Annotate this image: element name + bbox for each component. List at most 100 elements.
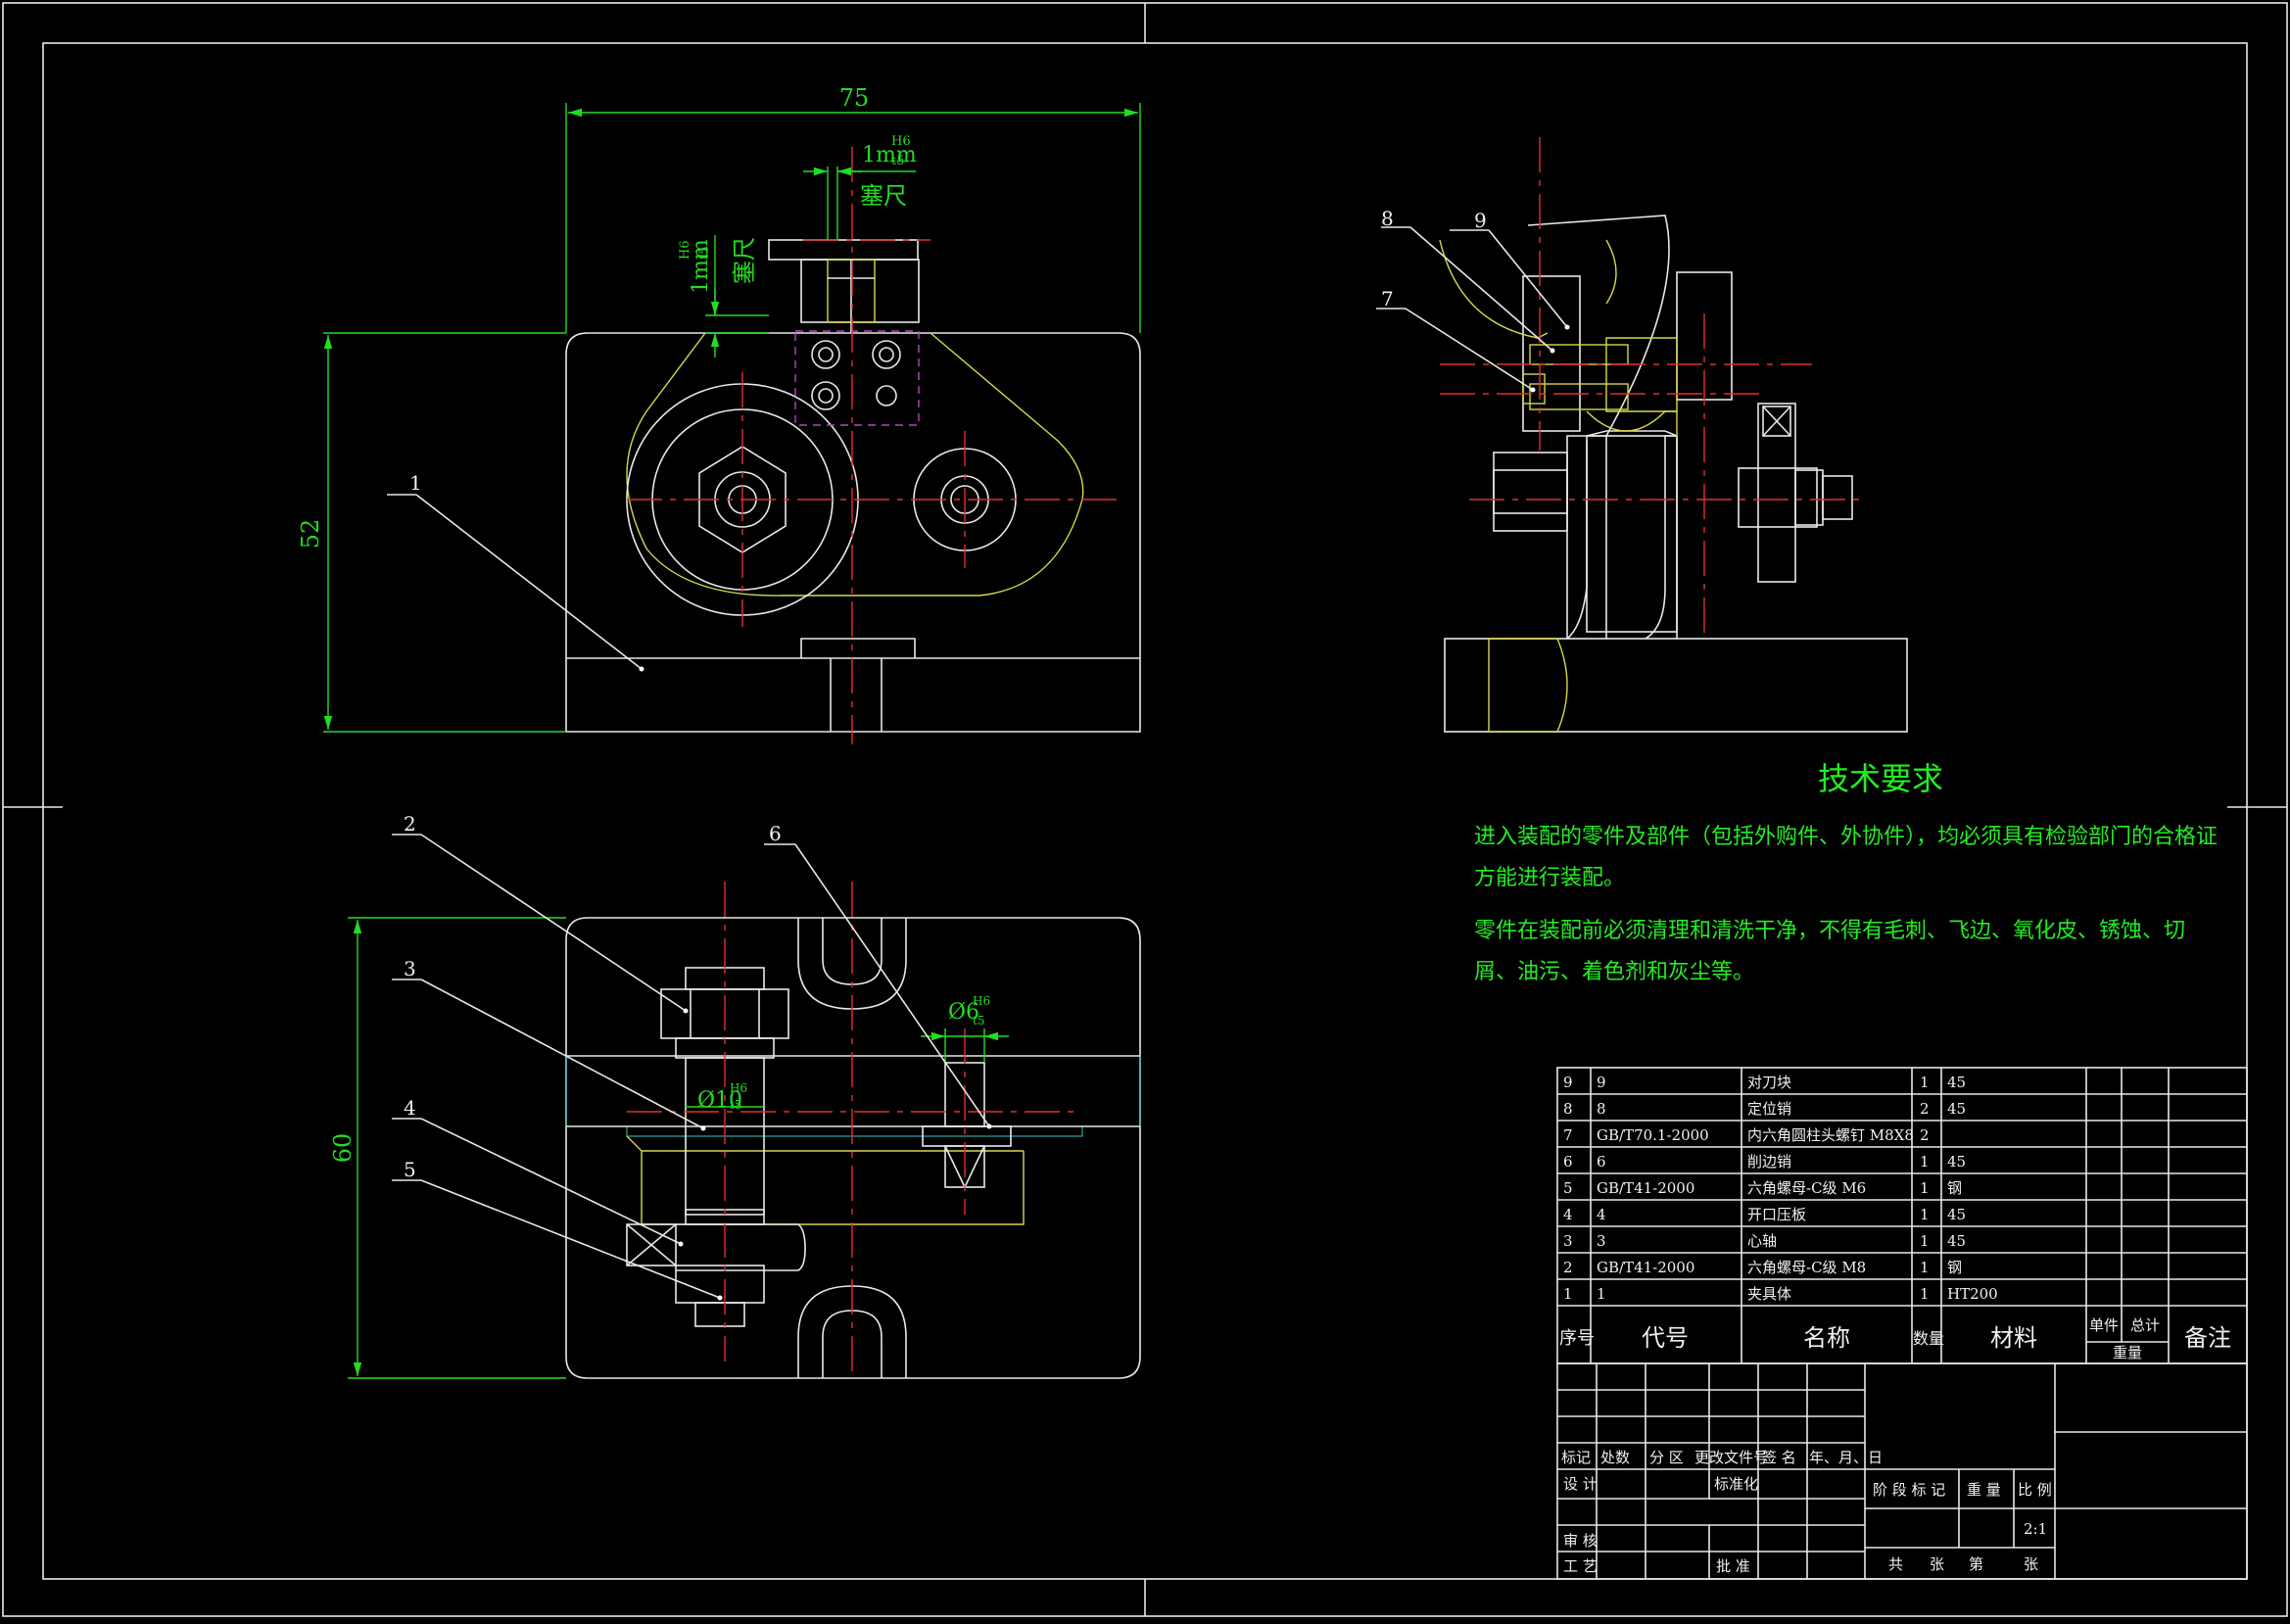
balloon-9: 9 xyxy=(1474,209,1487,232)
bom-cell-seq: 9 xyxy=(1563,1074,1573,1091)
tb-stage-mark: 阶 段 标 记 xyxy=(1873,1481,1945,1499)
bom-row: 7 GB/T70.1-2000 内六角圆柱头螺钉 M8X8 2 xyxy=(1563,1126,1930,1144)
dim-gap-side-tol-lower: t5 xyxy=(697,247,712,261)
bom-cell-qty: 2 xyxy=(1920,1100,1930,1118)
tb-mark: 标记 xyxy=(1561,1449,1591,1466)
balloon-1: 1 xyxy=(409,471,422,495)
bom-cell-code: 1 xyxy=(1597,1285,1606,1303)
bom-cell-material: 45 xyxy=(1947,1206,1966,1223)
balloon-4: 4 xyxy=(404,1096,416,1120)
tb-sign: 签 名 xyxy=(1762,1449,1796,1466)
bom-row: 2 GB/T41-2000 六角螺母-C级 M8 1 钢 xyxy=(1563,1259,1962,1276)
balloon-6: 6 xyxy=(769,822,782,845)
bom-cell-material: 45 xyxy=(1947,1232,1966,1250)
bom-row: 6 6 削边销 1 45 xyxy=(1563,1153,1966,1170)
tb-review: 审 核 xyxy=(1563,1532,1598,1550)
bom-cell-code: 4 xyxy=(1597,1206,1606,1223)
dim-width-75: 75 xyxy=(839,84,870,112)
dim-height-52: 52 xyxy=(297,519,324,549)
bom-cell-name: 削边销 xyxy=(1747,1153,1791,1170)
bom-header-name: 名称 xyxy=(1803,1324,1850,1352)
bom-cell-name: 六角螺母-C级 M8 xyxy=(1747,1259,1866,1276)
tb-process: 工 艺 xyxy=(1563,1557,1598,1575)
bom-cell-name: 定位销 xyxy=(1747,1100,1791,1118)
bom-cell-seq: 7 xyxy=(1563,1126,1573,1144)
bom-cell-material: 45 xyxy=(1947,1100,1966,1118)
dim-dia6: Ø6 xyxy=(948,1000,979,1025)
bom-header-seq: 序号 xyxy=(1559,1328,1595,1349)
balloon-8: 8 xyxy=(1381,207,1394,230)
bom-row: 5 GB/T41-2000 六角螺母-C级 M6 1 钢 xyxy=(1563,1179,1962,1197)
balloon-2: 2 xyxy=(404,812,416,836)
bom-row: 1 1 夹具体 1 HT200 xyxy=(1563,1285,1998,1303)
bom-table: 9 9 对刀块 1 45 8 8 定位销 2 45 7 GB/T70.1-200… xyxy=(1556,1067,2248,1364)
balloon-7: 7 xyxy=(1381,287,1394,310)
bom-cell-seq: 3 xyxy=(1563,1232,1573,1250)
bom-grid xyxy=(1557,1068,2247,1363)
tech-requirements-title: 技术要求 xyxy=(1817,760,1943,797)
bom-cell-qty: 1 xyxy=(1920,1259,1930,1276)
top-view xyxy=(565,882,1141,1379)
balloon-3: 3 xyxy=(404,957,416,980)
bom-header-unit: 单件 xyxy=(2089,1316,2119,1334)
bom-cell-seq: 4 xyxy=(1563,1206,1573,1223)
dim-gap-top-tol-upper: H6 xyxy=(891,134,911,149)
bom-row: 3 3 心轴 1 45 xyxy=(1563,1232,1966,1250)
technical-requirements: 技术要求 进入装配的零件及部件（包括外购件、外协件），均必须具有检验部门的合格证… xyxy=(1474,754,2218,1005)
bom-cell-code: GB/T41-2000 xyxy=(1597,1259,1694,1276)
bom-cell-seq: 5 xyxy=(1563,1179,1573,1197)
dim-gap-top: 1mm xyxy=(862,143,917,167)
dim-height-60: 60 xyxy=(329,1133,357,1164)
tech-requirement-2: 零件在装配前必须清理和清洗干净，不得有毛刺、飞边、氧化皮、锈蚀、切屑、油污、着色… xyxy=(1474,919,2186,984)
tb-sheet-no: 第 xyxy=(1969,1555,1983,1573)
tb-design: 设 计 xyxy=(1563,1475,1598,1493)
tb-scale-label: 比 例 xyxy=(2018,1481,2052,1499)
bom-cell-name: 心轴 xyxy=(1747,1232,1777,1250)
feeler-label-side: 塞尺 xyxy=(731,237,758,284)
front-view xyxy=(565,147,1141,744)
tb-scale: 2:1 xyxy=(2024,1520,2047,1538)
tb-standard: 标准化 xyxy=(1714,1475,1758,1493)
bom-cell-qty: 1 xyxy=(1920,1153,1930,1170)
feeler-label-top: 塞尺 xyxy=(860,182,907,210)
dim-gap-top-tol-lower: t5 xyxy=(891,154,905,168)
bom-cell-material: 钢 xyxy=(1947,1259,1962,1276)
tb-zone: 分 区 xyxy=(1649,1449,1684,1466)
side-view: 8 9 7 xyxy=(1376,137,1908,733)
dim-gap-side-tol-upper: H6 xyxy=(678,240,692,260)
bom-cell-seq: 8 xyxy=(1563,1100,1573,1118)
tb-sheet-unit2: 张 xyxy=(2024,1555,2038,1573)
bom-row: 9 9 对刀块 1 45 xyxy=(1563,1074,1966,1091)
bom-cell-name: 对刀块 xyxy=(1747,1074,1791,1091)
tech-requirement-1: 进入装配的零件及部件（包括外购件、外协件），均必须具有检验部门的合格证方能进行装… xyxy=(1474,825,2218,890)
tb-sheet-unit1: 张 xyxy=(1930,1555,1944,1573)
bom-cell-code: 6 xyxy=(1597,1153,1606,1170)
bom-header-code: 代号 xyxy=(1642,1324,1689,1352)
bom-cell-code: 8 xyxy=(1597,1100,1606,1118)
bom-cell-name: 六角螺母-C级 M6 xyxy=(1747,1179,1866,1197)
bom-row: 4 4 开口压板 1 45 xyxy=(1563,1206,1966,1223)
dim-dia6-tol-upper: H6 xyxy=(973,994,990,1008)
dim-dia10: Ø10 xyxy=(697,1088,742,1113)
dim-dia10-tol-lower: t5 xyxy=(730,1098,741,1112)
bom-cell-qty: 1 xyxy=(1920,1232,1930,1250)
bom-header-qty: 数量 xyxy=(1913,1329,1944,1348)
bom-cell-code: GB/T41-2000 xyxy=(1597,1179,1694,1197)
front-view-dimensions: 75 52 1mm H6 t5 塞尺 1mm H6 t5 塞尺 1 xyxy=(297,84,1141,733)
bom-cell-qty: 1 xyxy=(1920,1074,1930,1091)
bom-cell-material: 45 xyxy=(1947,1074,1966,1091)
dim-dia10-tol-upper: H6 xyxy=(730,1081,747,1095)
tb-count: 处数 xyxy=(1600,1449,1630,1466)
tb-date: 年、月、日 xyxy=(1809,1449,1883,1466)
bom-cell-code: GB/T70.1-2000 xyxy=(1597,1126,1709,1144)
dim-gap-side: 1mm xyxy=(689,239,713,294)
bom-cell-qty: 2 xyxy=(1920,1126,1930,1144)
tb-sheet-total: 共 xyxy=(1888,1555,1903,1573)
bom-header-remark: 备注 xyxy=(2184,1324,2231,1352)
balloon-5: 5 xyxy=(404,1158,416,1181)
tb-weight: 重 量 xyxy=(1967,1481,2001,1499)
bom-cell-name: 开口压板 xyxy=(1747,1206,1806,1223)
bom-cell-qty: 1 xyxy=(1920,1206,1930,1223)
bom-cell-code: 9 xyxy=(1597,1074,1606,1091)
